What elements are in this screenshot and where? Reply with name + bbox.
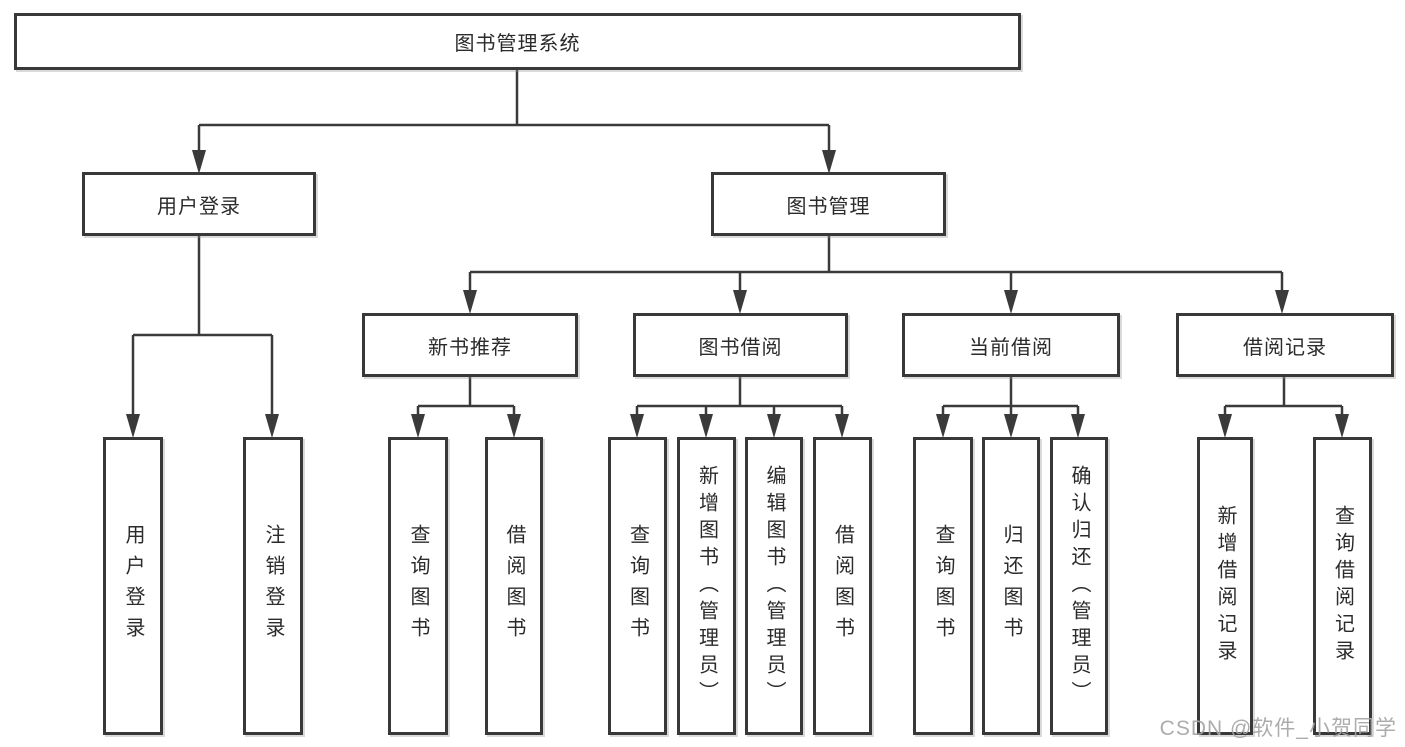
node-label: 借阅记录	[1243, 336, 1327, 359]
node-query-borrow-record: 查询借阅记录	[1313, 437, 1372, 735]
node-confirm-return-admin: 确认归还（管理员）	[1050, 437, 1108, 735]
node-current-borrow: 当前借阅	[902, 313, 1120, 377]
node-label: 新增借阅记录	[1214, 505, 1236, 667]
node-label: 查询借阅记录	[1331, 505, 1354, 667]
node-label: 借阅图书	[831, 524, 854, 648]
node-label: 当前借阅	[969, 336, 1053, 359]
node-query-books-recommend: 查询图书	[388, 437, 448, 735]
node-book-borrow: 图书借阅	[633, 313, 848, 377]
node-book-management: 图书管理	[711, 172, 946, 236]
node-return-book: 归还图书	[982, 437, 1040, 735]
node-label: 借阅图书	[503, 524, 525, 648]
node-label: 查询图书	[932, 524, 954, 648]
node-label: 用户登录	[157, 195, 241, 218]
csdn-watermark: CSDN @软件_小贺同学	[1159, 717, 1397, 740]
node-add-book-admin: 新增图书（管理员）	[677, 437, 736, 735]
node-borrow-books-leaf: 借阅图书	[813, 437, 872, 735]
node-label: 新书推荐	[428, 336, 512, 359]
node-borrow-records: 借阅记录	[1176, 313, 1394, 377]
node-label: 归还图书	[1000, 524, 1022, 648]
node-label: 图书管理	[786, 195, 871, 218]
node-label: 图书管理系统	[454, 33, 581, 55]
node-add-borrow-record: 新增借阅记录	[1197, 437, 1253, 735]
node-query-books-current: 查询图书	[913, 437, 973, 735]
node-new-book-recommend: 新书推荐	[362, 313, 578, 377]
node-label: 编辑图书（管理员）	[763, 464, 785, 708]
node-borrow-books-recommend: 借阅图书	[485, 437, 543, 735]
node-query-books-borrow: 查询图书	[608, 437, 667, 735]
node-label: 新增图书（管理员）	[695, 464, 718, 708]
node-label: 查询图书	[626, 524, 649, 648]
arrowheads	[126, 150, 1349, 438]
node-library-management-system: 图书管理系统	[14, 13, 1021, 70]
node-label: 用户登录	[122, 524, 144, 648]
node-user-login: 用户登录	[82, 172, 316, 236]
node-user-login-leaf: 用户登录	[103, 437, 163, 735]
node-logout: 注销登录	[243, 437, 303, 735]
node-label: 注销登录	[262, 524, 284, 648]
node-label: 确认归还（管理员）	[1068, 464, 1090, 708]
node-label: 图书借阅	[698, 336, 783, 359]
node-label: 查询图书	[407, 524, 429, 648]
node-edit-book-admin: 编辑图书（管理员）	[745, 437, 803, 735]
